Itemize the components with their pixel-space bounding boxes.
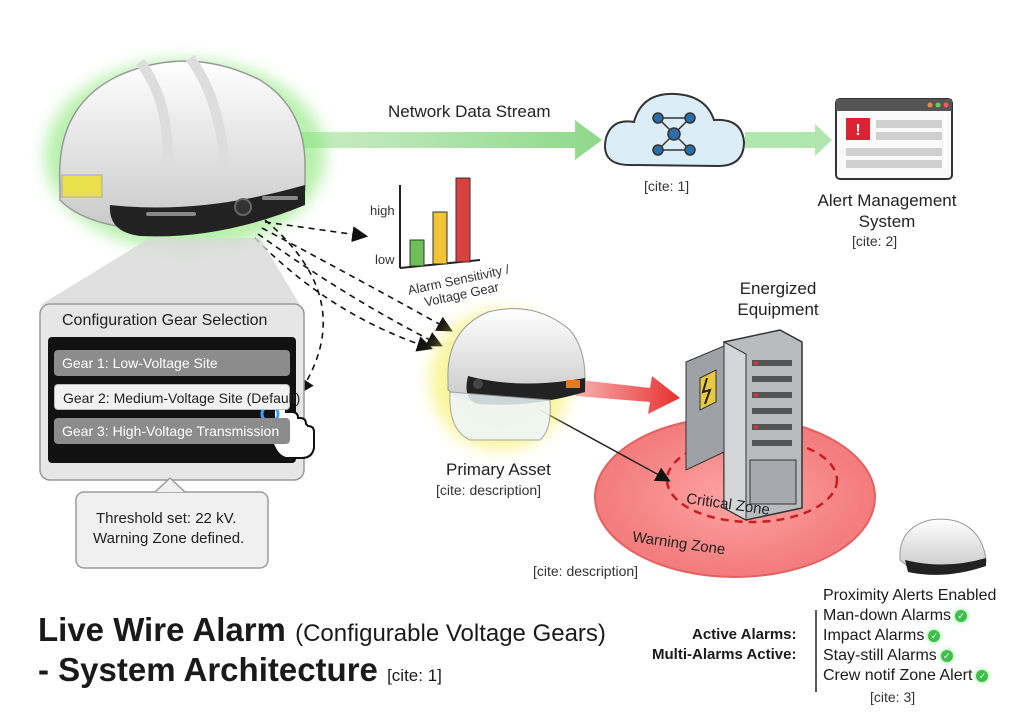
alert-system-title: Alert Management System — [817, 191, 957, 231]
main-helmet-icon — [45, 55, 325, 250]
alert-management-window: ! — [835, 98, 953, 180]
alarm-item-label: Impact Alarms — [823, 627, 925, 644]
chart-high-label: high — [370, 203, 395, 218]
red-proximity-arrow — [576, 376, 680, 414]
equipment-label: Energized Equipment — [737, 279, 819, 319]
active-alarms-label: Active Alarms: — [692, 626, 797, 643]
alarm-item: Crew notif Zone Alert✓ — [823, 667, 989, 685]
alarm-item: Impact Alarms✓ — [823, 627, 941, 645]
primary-asset-helmet-icon — [430, 308, 586, 450]
bar-mid — [432, 211, 448, 265]
title-main: Live Wire Alarm — [38, 611, 286, 648]
threshold-note-line1: Threshold set: 22 kV. — [96, 510, 237, 527]
dashed-arrows — [254, 219, 453, 395]
multi-alarms-label: Multi-Alarms Active: — [652, 646, 797, 663]
gear-option-1[interactable]: Gear 1: Low-Voltage Site — [54, 350, 290, 376]
threshold-note-line2: Warning Zone defined. — [93, 530, 245, 547]
primary-asset-cite: [cite: description] — [436, 482, 542, 498]
alarm-item-label: Man-down Alarms — [823, 607, 952, 624]
check-icon: ✓ — [940, 649, 953, 662]
check-icon: ✓ — [976, 669, 989, 682]
title-subtitle: (Configurable Voltage Gears) — [295, 620, 606, 647]
gear-option-3[interactable]: Gear 3: High-Voltage Transmission — [54, 418, 290, 444]
cloud-to-alert-arrow — [745, 124, 832, 156]
alarm-item: Stay-still Alarms✓ — [823, 647, 953, 665]
alarm-item-label: Crew notif Zone Alert — [823, 667, 973, 684]
alarms-header: Proximity Alerts Enabled — [823, 587, 997, 604]
panel-callout-tail — [40, 238, 300, 305]
cloud-cite: [cite: 1] — [644, 178, 690, 194]
alarm-item: Man-down Alarms✓ — [823, 607, 968, 625]
electrical-cabinet-icon — [685, 329, 803, 521]
page-title: Live Wire Alarm (Configurable Voltage Ge… — [38, 611, 606, 649]
zones-cite: [cite: description] — [533, 563, 639, 579]
network-stream-label: Network Data Stream — [388, 102, 551, 121]
sensitivity-chart — [399, 177, 481, 269]
gear-option-2[interactable]: Gear 2: Medium-Voltage Site (Default) — [54, 384, 300, 410]
bar-low — [409, 239, 425, 267]
alarms-cite: [cite: 3] — [870, 689, 916, 705]
svg-text:!: ! — [855, 122, 860, 139]
alert-system-cite: [cite: 2] — [852, 233, 898, 249]
cloud-icon — [604, 92, 746, 168]
title-cite: [cite: 1] — [387, 666, 442, 685]
threshold-note-bubble — [75, 477, 269, 569]
page-title-line2: - System Architecture [cite: 1] — [38, 651, 442, 689]
network-stream-arrow — [225, 120, 602, 160]
asset-zone-line — [539, 409, 671, 482]
small-helmet-icon — [899, 518, 987, 575]
check-icon: ✓ — [955, 609, 968, 622]
config-panel-title: Configuration Gear Selection — [62, 312, 268, 329]
check-icon: ✓ — [928, 629, 941, 642]
bar-high — [455, 177, 471, 263]
chart-low-label: low — [375, 252, 395, 267]
title-line2: - System Architecture — [38, 651, 378, 688]
primary-asset-label: Primary Asset — [446, 460, 551, 479]
alarm-item-label: Stay-still Alarms — [823, 647, 937, 664]
